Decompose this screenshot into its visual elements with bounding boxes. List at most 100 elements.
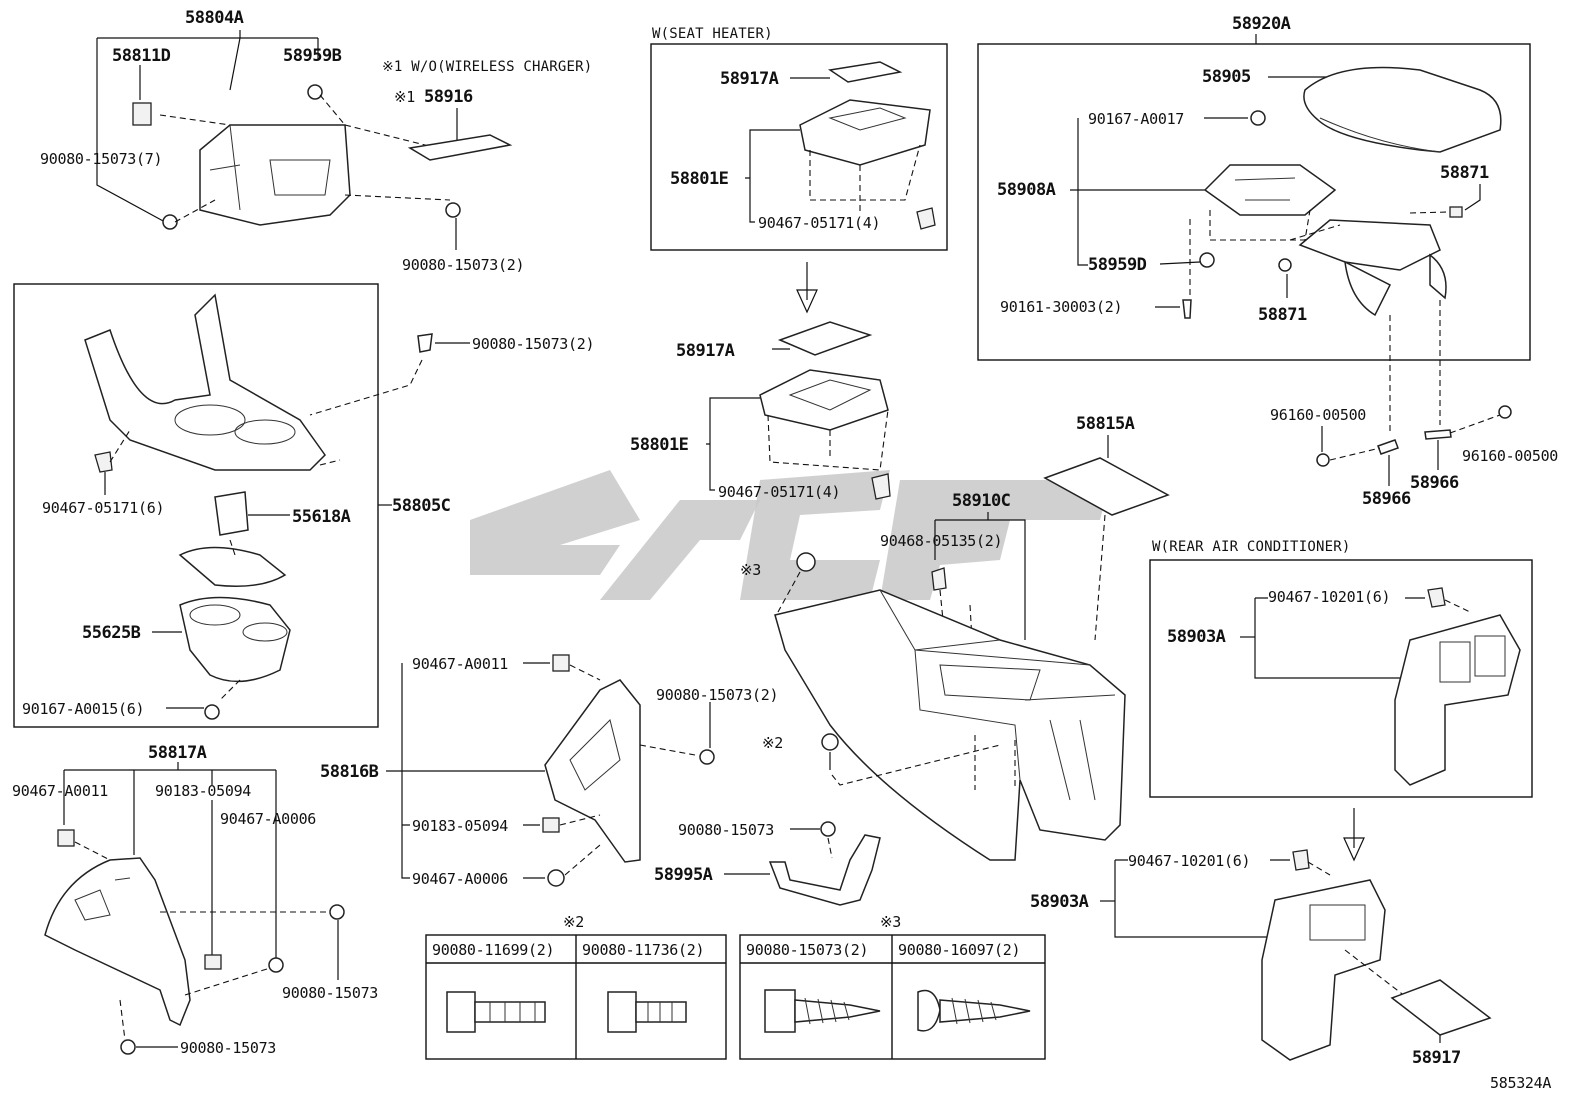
label-90467-A0011-b: 90467-A0011	[412, 655, 508, 673]
label-58801E-mid: 58801E	[630, 435, 689, 455]
ring-96160-b	[1498, 405, 1512, 419]
label-58920A: 58920A	[1232, 14, 1291, 34]
label-90080-15073-z: 90080-15073	[678, 821, 774, 839]
note3-marker-b: ※3	[880, 913, 901, 931]
pin-58966b	[1424, 429, 1452, 440]
label-90467-10201-a: 90467-10201(6)	[1268, 588, 1390, 606]
label-58817A: 58817A	[148, 743, 207, 763]
armrest-box	[977, 43, 1531, 361]
label-58804A: 58804A	[185, 8, 244, 28]
label-90183-05094-a: 90183-05094	[155, 782, 251, 800]
label-58816B: 58816B	[320, 762, 379, 782]
label-90080-15073-2c: 90080-15073(2)	[656, 686, 778, 704]
screw-90080-15073-2b	[417, 333, 433, 353]
side-panel-58817A	[44, 857, 191, 1027]
label-90467-10201-b: 90467-10201(6)	[1128, 852, 1250, 870]
label-90080-15073-y: 90080-15073	[180, 1039, 276, 1057]
clip-90467-A0011-b	[552, 654, 570, 672]
bolt-90080-11736	[607, 991, 687, 1033]
label-58871b: 58871	[1258, 305, 1307, 325]
label-90167-A0017: 90167-A0017	[1088, 110, 1184, 128]
clip-90467-10201-a	[1427, 587, 1446, 608]
bracket-58871	[1298, 219, 1441, 271]
group-tray-mid: 58917A 58801E 90467-05171(4)	[630, 321, 891, 501]
screw-90167-A0017	[1250, 110, 1266, 126]
note2-marker-a: ※2	[762, 734, 783, 752]
label-58959D: 58959D	[1088, 255, 1147, 275]
arrow-down-right	[1343, 808, 1365, 862]
group-58816B: 90467-A0011 58816B 90080-15073(2) 90183-…	[320, 654, 779, 888]
label-90467-A0006-b: 90467-A0006	[412, 870, 508, 888]
screw-90080-16097	[917, 989, 1031, 1032]
mat-58917	[1390, 979, 1492, 1036]
note-wireless: ※1 W/O(WIRELESS CHARGER)	[382, 59, 592, 75]
tray-58801E-top	[799, 99, 931, 166]
group-58815A: 58815A	[1043, 414, 1170, 641]
clip-90183-05094-b	[542, 817, 560, 833]
arrow-down-mid	[796, 262, 818, 314]
label-90167-A0015: 90167-A0015(6)	[22, 700, 144, 718]
label-90183-05094-b: 90183-05094	[412, 817, 508, 835]
armrest-lid-58905	[1303, 66, 1502, 153]
part-55618A	[214, 491, 249, 536]
bolt-90080-15073-7	[162, 214, 178, 230]
pin-58966a	[1377, 439, 1399, 455]
label-58916: 58916	[424, 87, 473, 107]
label-58815A: 58815A	[1076, 414, 1135, 434]
upper-panel-58805C	[84, 293, 326, 471]
console-box-58804A	[199, 124, 351, 226]
screw-90080-15073	[764, 989, 881, 1033]
group-58805C: 58805C 90080-15073(2) 90467-05171(6) 556…	[13, 283, 595, 728]
clip-90468-05135	[931, 567, 947, 591]
label-90080-15073-2a: 90080-15073(2)	[402, 256, 524, 274]
panel-58903A-lower	[1261, 879, 1386, 1061]
clip-90183-05094-a	[204, 954, 222, 970]
group-58903A-b: 90467-10201(6) 58903A 58917 585324A	[1030, 849, 1552, 1092]
label-58871a: 58871	[1440, 163, 1489, 183]
tray-58801E-mid	[759, 369, 889, 431]
label-90467-05171-4a: 90467-05171(4)	[758, 214, 880, 232]
label-58805C: 58805C	[392, 496, 450, 516]
group-58804A: 58804A 58811D 58959B 90080-15073(7) ※1 W…	[40, 8, 592, 274]
header-rear-ac: W(REAR AIR CONDITIONER)	[1152, 539, 1350, 555]
label-58966b: 58966	[1410, 473, 1459, 493]
note1-marker: ※1	[394, 88, 415, 106]
label-90468-05135: 90468-05135(2)	[880, 532, 1002, 550]
label-55625B: 55625B	[82, 623, 141, 643]
clip-90467-A0011-a	[57, 829, 75, 847]
screw-note2	[821, 733, 839, 751]
clip-90467-10201-b	[1292, 849, 1310, 871]
screw-note3	[796, 552, 816, 572]
group-seat-heater: W(SEAT HEATER) 58917A 58801E 90467-05171…	[650, 26, 948, 314]
label-58995A: 58995A	[654, 865, 713, 885]
label-58910C: 58910C	[952, 491, 1010, 511]
label-55618A: 55618A	[292, 507, 351, 527]
label-96160-00500a: 96160-00500	[1270, 406, 1366, 424]
screw-90080-15073-2c	[699, 749, 715, 765]
side-panel-58816B	[544, 679, 641, 863]
group-rear-ac: W(REAR AIR CONDITIONER) 90467-10201(6) 5…	[1149, 539, 1533, 862]
panel-58903A-rear-ac	[1394, 614, 1521, 786]
rear-ac-box	[1149, 559, 1533, 798]
label-58917A-mid: 58917A	[676, 341, 735, 361]
table3-cell-1: 90080-15073(2)	[746, 941, 868, 959]
label-58966a: 58966	[1362, 489, 1411, 509]
label-58917: 58917	[1412, 1048, 1461, 1068]
seat-heater-box	[650, 43, 948, 251]
bolt-90080-15073-2a	[445, 202, 461, 218]
clip-58871a	[1449, 206, 1463, 218]
label-90080-15073-7: 90080-15073(7)	[40, 150, 162, 168]
label-90467-05171-6: 90467-05171(6)	[42, 499, 164, 517]
clip-90467-05171-6	[94, 451, 113, 473]
table2-cell-1: 90080-11699(2)	[432, 941, 554, 959]
screw-90080-15073-x	[329, 904, 345, 920]
screw-90167-A0015	[204, 704, 220, 720]
label-90467-A0011-a: 90467-A0011	[12, 782, 108, 800]
pad-58916	[407, 134, 513, 161]
clip-90467-A0006-a	[268, 957, 284, 973]
diagram-code: 585324A	[1490, 1074, 1551, 1092]
fastener-table-3: ※3 90080-15073(2) 90080-16097(2)	[739, 913, 1046, 1060]
clip-90467-A0006-b	[547, 869, 565, 887]
